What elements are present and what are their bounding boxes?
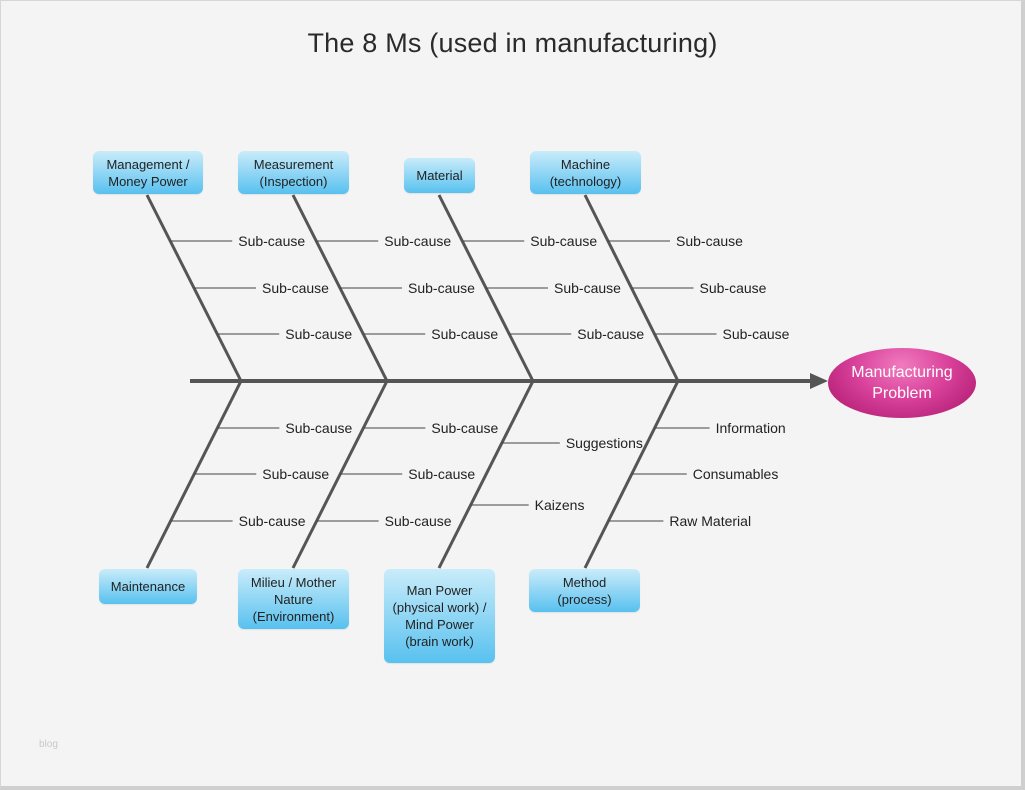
category-label: Man Power (physical work) / Mind Power (… [392,583,487,649]
diagram-title: The 8 Ms (used in manufacturing) [307,28,718,58]
category-box-management[interactable]: Management / Money Power [93,151,203,194]
effect-problem[interactable]: Manufacturing Problem [828,348,976,418]
cause-label[interactable]: Sub-cause [431,326,499,342]
cause-label[interactable]: Suggestions [565,435,643,451]
cause-label[interactable]: Information [715,420,786,436]
cause-label[interactable]: Sub-cause [285,420,353,436]
cause-label[interactable]: Sub-cause [530,233,598,249]
bone-method [583,380,680,569]
spine-arrowhead [810,373,828,389]
bone-man-power [437,380,535,569]
cause-label[interactable]: Sub-cause [238,233,306,249]
category-label: Measurement (Inspection) [253,156,334,189]
cause-label[interactable]: Consumables [692,466,779,482]
category-box-measurement[interactable]: Measurement (Inspection) [238,151,349,194]
cause-label[interactable]: Sub-cause [431,420,499,436]
category-box-milieu[interactable]: Milieu / Mother Nature (Environment) [238,569,349,629]
cause-label[interactable]: Sub-cause [699,280,767,296]
category-label: Method (process) [557,574,612,607]
category-box-material[interactable]: Material [404,158,475,193]
category-label: Machine (technology) [549,156,622,189]
cause-label[interactable]: Sub-cause [262,466,330,482]
cause-label[interactable]: Sub-cause [238,513,306,529]
cause-label[interactable]: Sub-cause [676,233,743,249]
category-label: Management / Money Power [106,156,190,189]
effect-label: Manufacturing Problem [851,364,953,402]
cause-label[interactable]: Sub-cause [384,513,452,529]
bone-milieu [291,380,389,569]
cause-label[interactable]: Sub-cause [722,326,790,342]
cause-label[interactable]: Raw Material [669,513,752,529]
cause-label[interactable]: Sub-cause [262,280,329,296]
category-box-machine[interactable]: Machine (technology) [530,151,641,194]
watermark: blog [39,739,58,750]
cause-label[interactable]: Sub-cause [554,280,621,296]
category-label: Material [416,168,463,183]
cause-label[interactable]: Sub-cause [577,326,645,342]
cause-label[interactable]: Kaizens [534,497,585,513]
cause-label[interactable]: Sub-cause [285,326,353,342]
category-box-maintenance[interactable]: Maintenance [99,569,197,604]
category-label: Maintenance [110,579,186,594]
category-box-method[interactable]: Method (process) [529,569,640,612]
cause-label[interactable]: Sub-cause [408,280,475,296]
category-box-man-power[interactable]: Man Power (physical work) / Mind Power (… [384,569,495,663]
cause-label[interactable]: Sub-cause [384,233,452,249]
bone-maintenance [145,380,243,569]
category-label: Milieu / Mother Nature (Environment) [250,574,337,624]
cause-label[interactable]: Sub-cause [408,466,476,482]
